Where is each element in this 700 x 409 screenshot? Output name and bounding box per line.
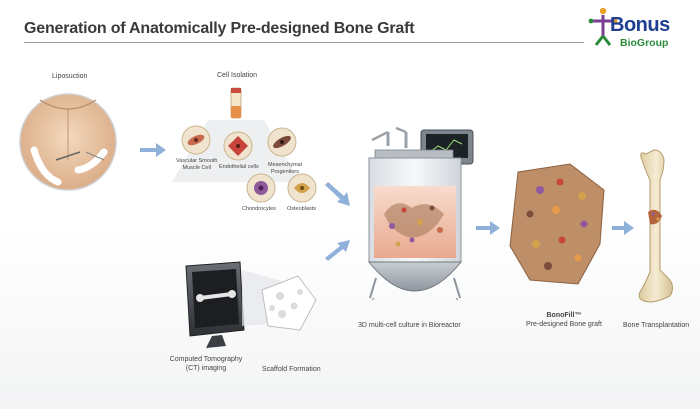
liposuction-illustration	[19, 93, 117, 191]
logo-subname: BioGroup	[620, 37, 669, 49]
bonofill-label: BonoFill™ Pre-designed Bone graft	[514, 312, 614, 330]
vascular-label-line2: Muscle Cell	[182, 164, 211, 171]
chondrocytes-label: Chondrocytes	[242, 206, 276, 212]
bonofill-name: BonoFill™	[546, 312, 582, 319]
osteoblasts-label: Osteoblasts	[287, 206, 317, 212]
bioreactor	[367, 126, 474, 301]
bonofill-desc: Pre-designed Bone graft	[526, 320, 602, 328]
ct-label-line2: (CT) imaging	[185, 364, 227, 372]
endothelial-cell-label: Endothelial cells	[219, 164, 259, 170]
vascular-cell	[181, 125, 211, 155]
osteoblast-cell	[287, 173, 317, 203]
mesenchymal-label-line2: Progenitors	[270, 168, 300, 175]
title-rule	[24, 42, 584, 43]
logo-figure-icon	[588, 7, 618, 46]
endothelial-cell	[223, 131, 253, 161]
vascular-cell-label: Vascular Smooth Muscle Cell	[176, 158, 217, 172]
bonofill-graft	[509, 163, 605, 285]
arrow-4-icon	[476, 221, 500, 235]
chondrocyte-cell	[246, 173, 276, 203]
vascular-label-line1: Vascular Smooth	[176, 158, 218, 164]
arrow-5-icon	[612, 221, 634, 235]
arrow-3-icon	[325, 240, 350, 261]
scaffold-label: Scaffold Formation	[262, 366, 321, 373]
bonus-biogroup-logo: Bonus BioGroup	[586, 4, 696, 56]
mesenchymal-cell-label: Mesenchymal Progenitors	[268, 162, 302, 176]
bioreactor-label: 3D multi-cell culture in Bioreactor	[358, 322, 461, 329]
cell-isolation-label: Cell Isolation	[217, 72, 258, 79]
arrow-1-icon	[140, 143, 166, 157]
ct-label-line1: Computed Tomography	[169, 356, 243, 363]
mesenchymal-cell	[267, 127, 297, 157]
logo-name: Bonus	[610, 14, 670, 36]
ct-label: Computed Tomography (CT) imaging	[166, 356, 246, 374]
page-title: Generation of Anatomically Pre-designed …	[24, 20, 415, 37]
mesenchymal-label-line1: Mesenchymal	[268, 162, 302, 168]
transplantation-label: Bone Transplantation	[623, 322, 690, 329]
bone-illustration	[638, 149, 674, 303]
scaffold	[261, 275, 317, 331]
arrow-2-icon	[325, 182, 350, 206]
liposuction-label: Liposuction	[52, 73, 88, 80]
